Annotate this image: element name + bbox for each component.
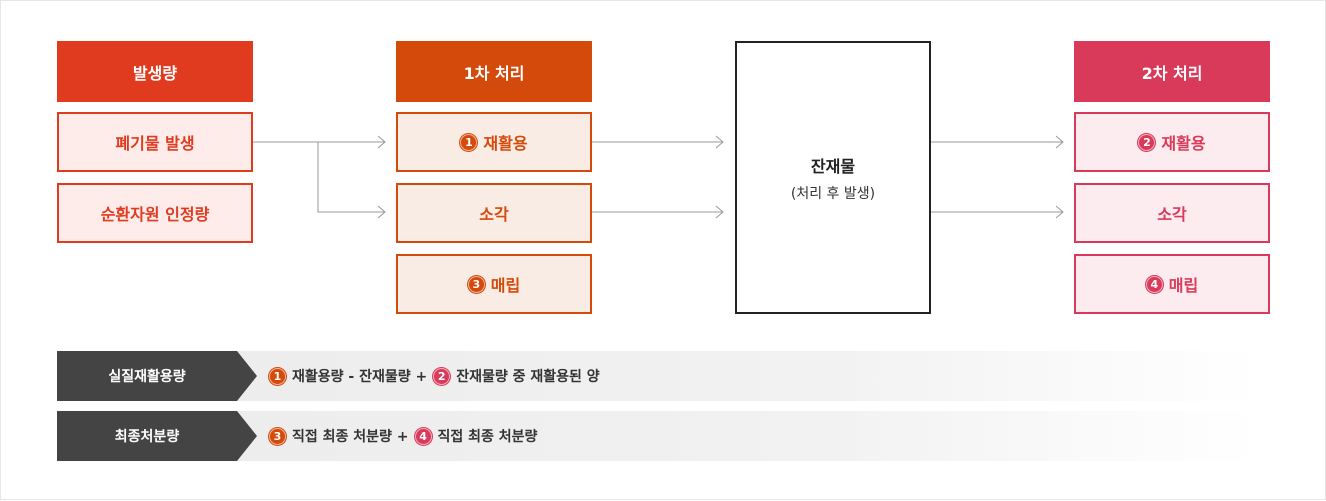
primary-landfill-label: 매립	[490, 276, 521, 295]
primary-header: 1차 처리	[396, 41, 592, 102]
formula-part-text: 재활용량 - 잔재물량 +	[292, 369, 428, 385]
residue-subtitle: (처리 후 발생)	[790, 185, 876, 202]
arrow-incinerate-to-residue-head	[715, 205, 724, 219]
secondary-landfill-label: 매립	[1168, 276, 1199, 295]
number-4-icon: 4	[414, 427, 432, 445]
residue-title: 잔재물	[810, 156, 856, 176]
formula-label-final-disposal: 최종처분량	[57, 411, 257, 461]
primary-incinerate-box: 소각	[396, 183, 592, 243]
formula-part: 2 잔재물량 중 재활용된 양	[433, 366, 600, 386]
formula-part-text: 직접 최종 처분량 +	[292, 429, 409, 445]
arrow-waste-to-recycle-head	[377, 135, 386, 149]
formula-bar-real-recycling: 실질재활용량 1 재활용량 - 잔재물량 + 2 잔재물량 중 재활용된 양	[57, 351, 1257, 401]
number-4-icon: 4	[1145, 275, 1163, 293]
arrow-residue-to-recycle2-head	[1055, 135, 1064, 149]
arrow-waste-to-incinerate-head	[377, 205, 386, 219]
recycled-resource-box: 순환자원 인정량	[57, 183, 253, 243]
waste-generation-box: 폐기물 발생	[57, 112, 253, 172]
secondary-header: 2차 처리	[1074, 41, 1270, 102]
secondary-incinerate-label: 소각	[1157, 205, 1187, 224]
primary-recycle-box: 1 재활용	[396, 112, 592, 172]
formula-part-text: 직접 최종 처분량	[437, 429, 538, 445]
formula-text-final-disposal: 3 직접 최종 처분량 + 4 직접 최종 처분량	[269, 411, 537, 461]
recycled-resource-label: 순환자원 인정량	[100, 205, 210, 224]
primary-landfill-box: 3 매립	[396, 254, 592, 314]
number-2-icon: 2	[1138, 133, 1156, 151]
number-2-icon: 2	[433, 367, 451, 385]
number-3-icon: 3	[467, 275, 485, 293]
primary-incinerate-label: 소각	[479, 205, 509, 224]
formula-part-text: 잔재물량 중 재활용된 양	[456, 369, 600, 385]
secondary-landfill-box: 4 매립	[1074, 254, 1270, 314]
formula-part: 4 직접 최종 처분량	[414, 426, 538, 446]
arrow-waste-to-incinerate	[317, 142, 385, 213]
secondary-recycle-box: 2 재활용	[1074, 112, 1270, 172]
arrow-residue-to-incinerate2-head	[1055, 205, 1064, 219]
secondary-incinerate-box: 소각	[1074, 183, 1270, 243]
formula-part: 3 직접 최종 처분량 +	[269, 426, 409, 446]
number-1-icon: 1	[460, 133, 478, 151]
number-3-icon: 3	[269, 427, 286, 445]
waste-generation-label: 폐기물 발생	[115, 134, 195, 153]
residue-box: 잔재물 (처리 후 발생)	[735, 41, 931, 314]
formula-part: 1 재활용량 - 잔재물량 +	[269, 366, 427, 386]
formula-bar-final-disposal: 최종처분량 3 직접 최종 처분량 + 4 직접 최종 처분량	[57, 411, 1257, 461]
arrow-recycle-to-residue-head	[715, 135, 724, 149]
secondary-recycle-label: 재활용	[1161, 134, 1206, 153]
formula-label-real-recycling: 실질재활용량	[57, 351, 257, 401]
formula-text-real-recycling: 1 재활용량 - 잔재물량 + 2 잔재물량 중 재활용된 양	[269, 351, 600, 401]
primary-recycle-label: 재활용	[483, 134, 528, 153]
number-1-icon: 1	[269, 367, 286, 385]
generation-header: 발생량	[57, 41, 253, 102]
